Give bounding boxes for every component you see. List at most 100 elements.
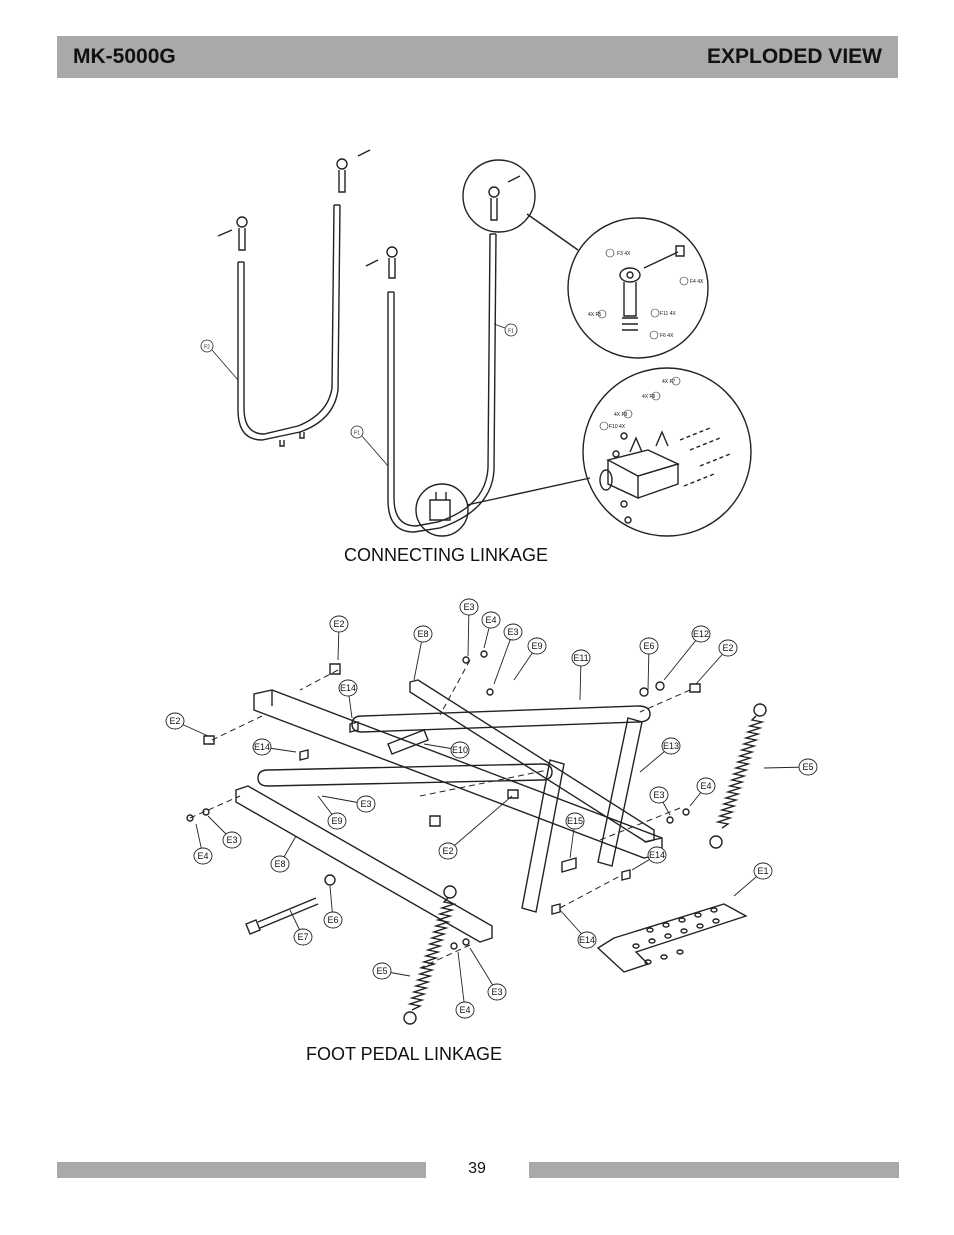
callout-bubble — [329, 615, 349, 633]
detail-label-f9: 4X F9 — [614, 412, 628, 418]
detail-label-f8: 4X F8 — [642, 394, 656, 400]
connecting-linkage-drawing — [217, 149, 752, 537]
callout-label: E9 — [531, 641, 542, 651]
callout-label: E3 — [463, 602, 474, 612]
leader-line — [663, 633, 702, 681]
callout-e8: E8 — [270, 835, 297, 873]
bracket-detail — [599, 427, 731, 524]
callout-e10: E10 — [423, 741, 470, 759]
leader-line — [447, 795, 513, 852]
callout-e14: E14 — [559, 909, 597, 949]
callout-label: F2 — [204, 345, 210, 351]
callout-bubble — [649, 786, 669, 804]
callout-e2: E2 — [329, 615, 349, 661]
callout-e1: E1 — [733, 862, 773, 897]
callout-bubble — [639, 637, 659, 655]
callout-label: E4 — [485, 615, 496, 625]
callout-e3: E3 — [207, 815, 242, 849]
callout-e14: E14 — [338, 679, 358, 719]
callout-e6: E6 — [639, 637, 659, 691]
callout-label: E6 — [327, 915, 338, 925]
callout-e9: E9 — [513, 637, 547, 681]
callout-e11: E11 — [571, 649, 591, 701]
callout-bubble — [647, 846, 667, 864]
callout-e9: E9 — [317, 795, 347, 830]
pedal-holes — [632, 907, 720, 965]
callout-bubble — [450, 741, 470, 759]
callout-e13: E13 — [639, 737, 681, 773]
callout-bubble — [459, 598, 479, 616]
callout-e4: E4 — [689, 777, 716, 807]
callout-bubble — [503, 623, 523, 641]
callout-e5: E5 — [763, 758, 818, 776]
callout-bubble — [327, 812, 347, 830]
callout-e3: E3 — [469, 947, 507, 1001]
fastener-icon — [186, 650, 701, 950]
callout-label: E2 — [169, 716, 180, 726]
callout-label: E15 — [567, 816, 583, 826]
foot-pedal-linkage-drawing — [186, 650, 767, 1025]
callout-e4: E4 — [455, 951, 475, 1019]
callout-e14: E14 — [252, 738, 297, 756]
callout-bubble — [293, 928, 313, 946]
callout-bubble — [798, 758, 818, 776]
leader-line — [493, 631, 514, 685]
ball-joint-detail — [619, 245, 685, 331]
callout-e12: E12 — [663, 625, 711, 681]
callout-label: E11 — [573, 653, 588, 663]
callout-e2: E2 — [695, 639, 738, 685]
callout-bubble — [661, 737, 681, 755]
callout-label: E1 — [757, 866, 768, 876]
callout-f1-right: F1 — [493, 323, 518, 337]
section-title: EXPLODED VIEW — [706, 45, 882, 68]
callout-bubble — [372, 962, 392, 980]
callout-label: E3 — [491, 987, 502, 997]
callout-label: E2 — [722, 643, 733, 653]
footer-bar-left — [57, 1162, 426, 1178]
callout-f1-left: F1 — [350, 425, 389, 467]
callout-label: E14 — [649, 850, 665, 860]
callout-label: E4 — [700, 781, 711, 791]
callout-e3: E3 — [321, 795, 376, 813]
callout-e3: E3 — [493, 623, 523, 685]
callout-bubble — [455, 1001, 475, 1019]
callout-label: E9 — [331, 816, 342, 826]
callout-label: E10 — [452, 745, 468, 755]
detail-label-f4: F4 4X — [690, 279, 704, 285]
callout-bubble — [565, 812, 585, 830]
callout-bubble — [252, 738, 272, 756]
callout-e3: E3 — [649, 786, 671, 816]
callout-label: E5 — [802, 762, 813, 772]
callout-f2: F2 — [200, 339, 239, 381]
callout-e5: E5 — [372, 962, 411, 980]
callout-label: E3 — [653, 790, 664, 800]
detail-label-f11: F11 4X — [660, 311, 676, 317]
callout-label: E14 — [579, 935, 595, 945]
callout-label: E3 — [360, 799, 371, 809]
rod-end-icon — [217, 149, 521, 279]
callout-label: E5 — [376, 966, 387, 976]
callout-label: E4 — [197, 851, 208, 861]
callout-label: E2 — [442, 846, 453, 856]
connecting-linkage-caption: CONNECTING LINKAGE — [344, 545, 549, 565]
callout-e2: E2 — [438, 795, 513, 860]
foot-pedal-linkage-caption: FOOT PEDAL LINKAGE — [306, 1044, 503, 1064]
callout-e6: E6 — [323, 885, 343, 929]
callout-label: F1 — [508, 329, 514, 335]
callout-e15: E15 — [565, 812, 585, 859]
callout-label: F1 — [354, 431, 360, 437]
callout-label: E3 — [226, 835, 237, 845]
model-name: MK-5000G — [73, 45, 176, 68]
callout-e2: E2 — [165, 712, 209, 737]
callout-bubble — [577, 931, 597, 949]
callout-bubble — [696, 777, 716, 795]
callout-e4: E4 — [481, 611, 501, 649]
callout-e8: E8 — [413, 625, 433, 681]
callout-label: E3 — [507, 627, 518, 637]
callout-label: E8 — [274, 859, 285, 869]
detail-label-f6: F6 4X — [660, 333, 674, 339]
callout-bubble — [691, 625, 711, 643]
callout-bubble — [413, 625, 433, 643]
callout-bubble — [165, 712, 185, 730]
